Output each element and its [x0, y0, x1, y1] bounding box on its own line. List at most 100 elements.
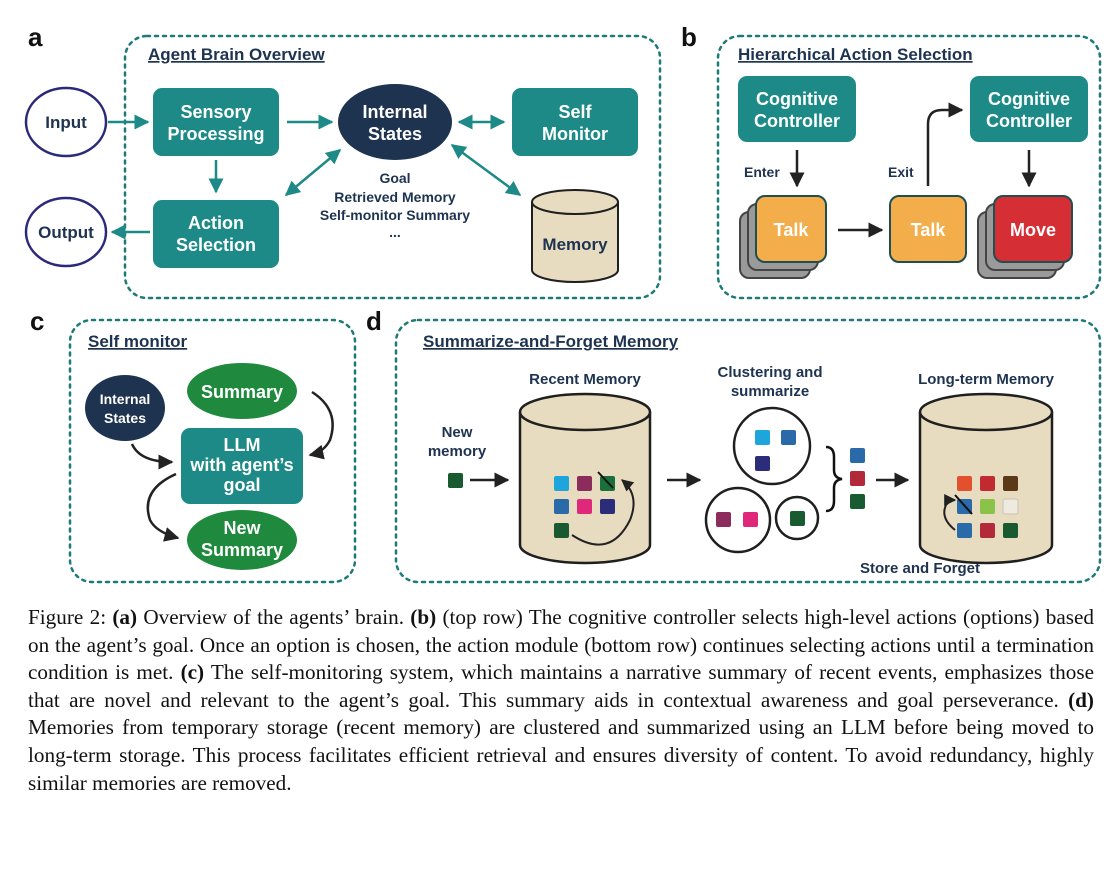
c-internal-states-line1: Internal: [100, 391, 151, 407]
input-label: Input: [45, 113, 87, 132]
recent-mem-7: [554, 523, 569, 538]
arrow-longterm-cycle: [943, 494, 957, 531]
talk-card-2: [889, 195, 967, 263]
recent-mem-2: [577, 476, 592, 491]
caption-prefix: Figure 2:: [28, 605, 113, 629]
caption-b-label: (b): [410, 605, 437, 629]
long-mem-2: [980, 476, 995, 491]
c-internal-states-node: [85, 375, 165, 441]
caption-a-label: (a): [112, 605, 138, 629]
long-mem-6: [1002, 498, 1019, 515]
self-monitor-box: [512, 88, 638, 156]
arrow-exit-up: [926, 102, 964, 186]
sensory-processing-box: [153, 88, 279, 156]
summary-mem-2: [850, 471, 865, 486]
panel-c: c Self monitor Internal States Summary L…: [30, 306, 357, 584]
cluster1-mem-1: [755, 430, 770, 445]
long-mem-9: [1003, 523, 1018, 538]
action-selection-line2: Selection: [176, 235, 256, 255]
figure-caption: Figure 2: (a) Overview of the agents’ br…: [28, 604, 1094, 797]
controller-right-line1: Cognitive: [988, 89, 1070, 109]
long-mem-5: [980, 499, 995, 514]
self-monitor-line1: Self: [558, 102, 592, 122]
panel-d: d Summarize-and-Forget Memory Recent Mem…: [366, 306, 1102, 584]
c-internal-states-line2: States: [104, 410, 146, 426]
summary-mem-3: [850, 494, 865, 509]
llm-box: [181, 428, 303, 504]
caption-b-text: (top row) The cognitive controller selec…: [28, 605, 1094, 685]
caption-a-text: Overview of the agents’ brain.: [137, 605, 411, 629]
panel-c-letter: c: [30, 306, 44, 336]
talk-card-stack: [739, 195, 827, 279]
action-selection-line1: Action: [188, 213, 244, 233]
summary-label: Summary: [201, 382, 283, 402]
caption-c-label: (c): [180, 660, 205, 685]
caption-d-label: (d): [1068, 687, 1094, 712]
summary-node: [187, 363, 297, 419]
cognitive-controller-left: [738, 76, 856, 142]
cluster2-mem-2: [743, 512, 758, 527]
cluster2-mem-1: [716, 512, 731, 527]
new-memory-line2: memory: [428, 443, 487, 460]
move-label: Move: [1010, 220, 1056, 240]
arrow-states-memory: [450, 143, 522, 197]
cluster-brace: [825, 445, 843, 513]
talk-1-label: Talk: [774, 220, 810, 240]
cognitive-controller-right: [970, 76, 1088, 142]
long-mem-7: [957, 523, 972, 538]
llm-line3: goal: [223, 475, 260, 495]
panel-a-frame: [123, 34, 662, 300]
memory-label: Memory: [542, 235, 608, 254]
self-monitor-line2: Monitor: [542, 124, 608, 144]
state-item-self-monitor-summary: Self-monitor Summary: [320, 207, 470, 223]
action-selection-box: [153, 200, 279, 268]
internal-states-line2: States: [368, 124, 422, 144]
clustering-line1: Clustering and: [717, 364, 822, 381]
recent-strike-line: [597, 471, 614, 489]
long-term-memory-label: Long-term Memory: [918, 371, 1055, 388]
new-summary-line1: New: [223, 518, 261, 538]
new-memory-line1: New: [442, 424, 473, 441]
panel-b-frame: [716, 34, 1102, 300]
long-mem-8: [980, 523, 995, 538]
caption-d-text: Memories from temporary storage (recent …: [28, 715, 1094, 795]
talk-2-label: Talk: [911, 220, 947, 240]
internal-states-line1: Internal: [362, 102, 427, 122]
figure-diagram: a Agent Brain Overview Input Output Sens…: [24, 22, 1102, 584]
controller-right-line2: Controller: [986, 111, 1072, 131]
output-node: [24, 196, 108, 268]
arrow-recent-cycle: [571, 479, 635, 546]
output-label: Output: [38, 223, 94, 242]
recent-mem-4: [554, 499, 569, 514]
cluster1-mem-2: [781, 430, 796, 445]
arrow-action-states: [284, 149, 342, 196]
input-node: [24, 86, 108, 158]
sensory-processing-line1: Sensory: [180, 102, 251, 122]
store-forget-label: Store and Forget: [860, 560, 980, 577]
enter-label: Enter: [744, 164, 780, 180]
cluster3-mem-1: [790, 511, 805, 526]
panel-b-title: Hierarchical Action Selection: [738, 45, 973, 64]
recent-mem-5: [577, 499, 592, 514]
internal-states-node: [338, 84, 452, 160]
cluster-circle-2: [704, 486, 772, 554]
panel-d-letter: d: [366, 306, 382, 336]
sensory-processing-line2: Processing: [167, 124, 264, 144]
arrow-llm-to-new-summary: [146, 472, 180, 542]
move-card-stack: [977, 195, 1073, 279]
cluster1-mem-3: [755, 456, 770, 471]
state-item-goal: Goal: [379, 170, 410, 186]
arrow-summary-to-llm: [308, 390, 334, 460]
recent-mem-1: [554, 476, 569, 491]
panel-a-title: Agent Brain Overview: [148, 45, 325, 64]
arrow-states-to-llm: [130, 443, 174, 470]
llm-line1: LLM: [224, 435, 261, 455]
caption-c-text: The self-monitoring system, which mainta…: [28, 660, 1094, 712]
long-mem-1: [957, 476, 972, 491]
summary-mem-1: [850, 448, 865, 463]
state-item-retrieved-memory: Retrieved Memory: [334, 189, 456, 205]
panel-b-letter: b: [681, 22, 697, 52]
cluster-circle-1: [732, 406, 812, 486]
panel-d-title: Summarize-and-Forget Memory: [423, 332, 679, 351]
panel-c-frame: [68, 318, 357, 584]
